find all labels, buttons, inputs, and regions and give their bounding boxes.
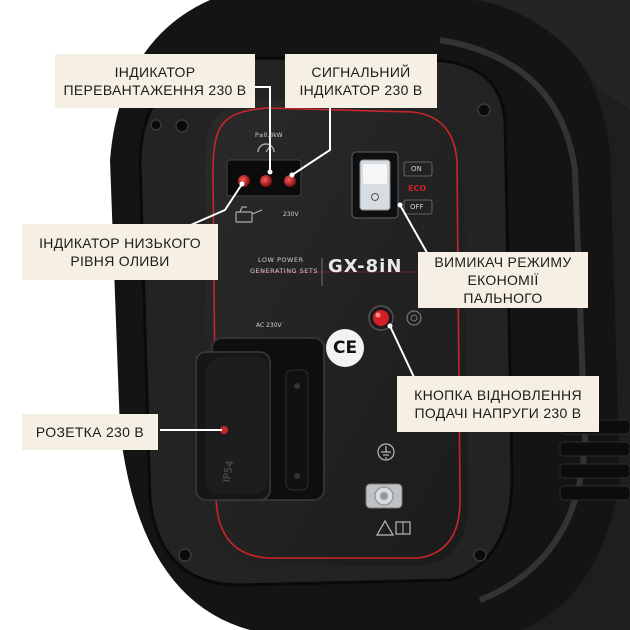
callout-overload-indicator: ІНДИКАТОР ПЕРЕВАНТАЖЕННЯ 230 В	[55, 54, 255, 108]
oil-can-icon	[235, 206, 263, 223]
switch-eco-label: ECO	[408, 184, 427, 193]
socket-center-dot	[220, 426, 228, 434]
model-name: GX-8iN	[328, 256, 403, 277]
ce-mark-circle	[326, 329, 364, 367]
switch-on-label: ON	[411, 165, 422, 173]
ground-terminal	[365, 483, 403, 509]
reset-icon	[406, 310, 422, 326]
overload-led	[260, 175, 272, 187]
signal-led	[284, 175, 296, 187]
power-label: P≤0.8kW	[255, 132, 283, 139]
ac230-label: AC 230V	[256, 322, 282, 329]
ce-mark: CE	[333, 338, 358, 358]
brand-top: LOW POWER	[258, 256, 304, 264]
gauge-icon	[257, 143, 275, 153]
callout-signal-indicator: СИГНАЛЬНИЙ ІНДИКАТОР 230 В	[285, 54, 437, 108]
callout-socket: РОЗЕТКА 230 В	[22, 414, 158, 450]
ground-icon	[377, 443, 395, 461]
callout-oil-indicator: ІНДИКАТОР НИЗЬКОГО РІВНЯ ОЛИВИ	[22, 224, 218, 280]
reset-button	[373, 310, 389, 326]
warning-icon	[375, 519, 395, 536]
v230-label: 230V	[283, 211, 299, 218]
callout-reset-button: КНОПКА ВІДНОВЛЕННЯ ПОДАЧІ НАПРУГИ 230 В	[397, 376, 599, 432]
brand-bottom: GENERATING SETS	[250, 267, 318, 275]
panel-red-outline	[212, 107, 461, 559]
callout-eco-switch: ВИМИКАЧ РЕЖИМУ ЕКОНОМІЇ ПАЛЬНОГО	[418, 252, 588, 308]
switch-off-label: OFF	[410, 203, 424, 211]
